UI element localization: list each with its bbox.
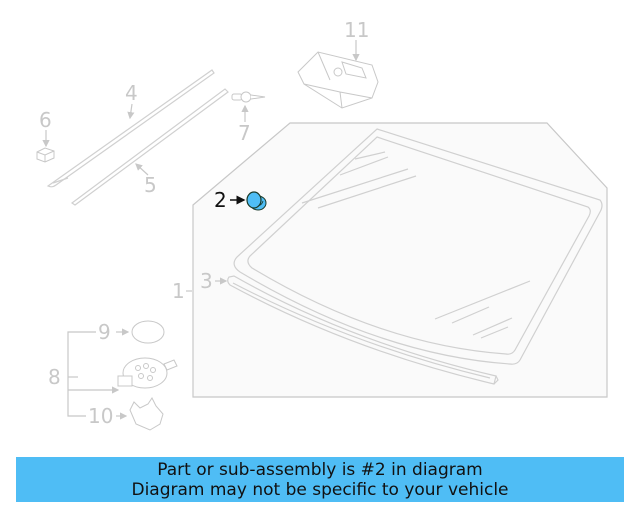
- gel-pad-part-9: [131, 320, 165, 344]
- plug-part-2[interactable]: [230, 191, 267, 211]
- callout-1: 1: [172, 279, 185, 303]
- banner-line-part-number: Part or sub-assembly is #2 in diagram: [157, 459, 483, 480]
- callout-lines: [42, 40, 360, 420]
- callout-6: 6: [39, 108, 52, 132]
- lower-molding: [227, 275, 499, 385]
- callout-11: 11: [344, 18, 369, 42]
- bracket-part-10: [129, 397, 164, 431]
- info-banner: Part or sub-assembly is #2 in diagram Di…: [16, 457, 624, 502]
- callout-5: 5: [144, 173, 157, 197]
- side-moldings: [46, 69, 229, 206]
- pin-part-7: [231, 91, 266, 103]
- banner-line-disclaimer: Diagram may not be specific to your vehi…: [131, 479, 509, 500]
- callout-10: 10: [88, 404, 113, 428]
- callout-4: 4: [125, 81, 138, 105]
- sensor-body: [117, 357, 178, 389]
- callout-labels: 1 2 3 4 5 6 7 8 9 10 11: [39, 18, 369, 428]
- callout-8: 8: [48, 365, 61, 389]
- callout-9: 9: [98, 320, 111, 344]
- windshield-panel: [192, 122, 608, 398]
- callout-3: 3: [200, 269, 213, 293]
- camera-part-11: [297, 51, 379, 109]
- callout-2[interactable]: 2: [214, 188, 227, 212]
- windshield-glass: [233, 128, 603, 365]
- rain-sensor-group: [117, 320, 178, 431]
- callout-7: 7: [238, 121, 251, 145]
- clip-part-6: [36, 147, 55, 163]
